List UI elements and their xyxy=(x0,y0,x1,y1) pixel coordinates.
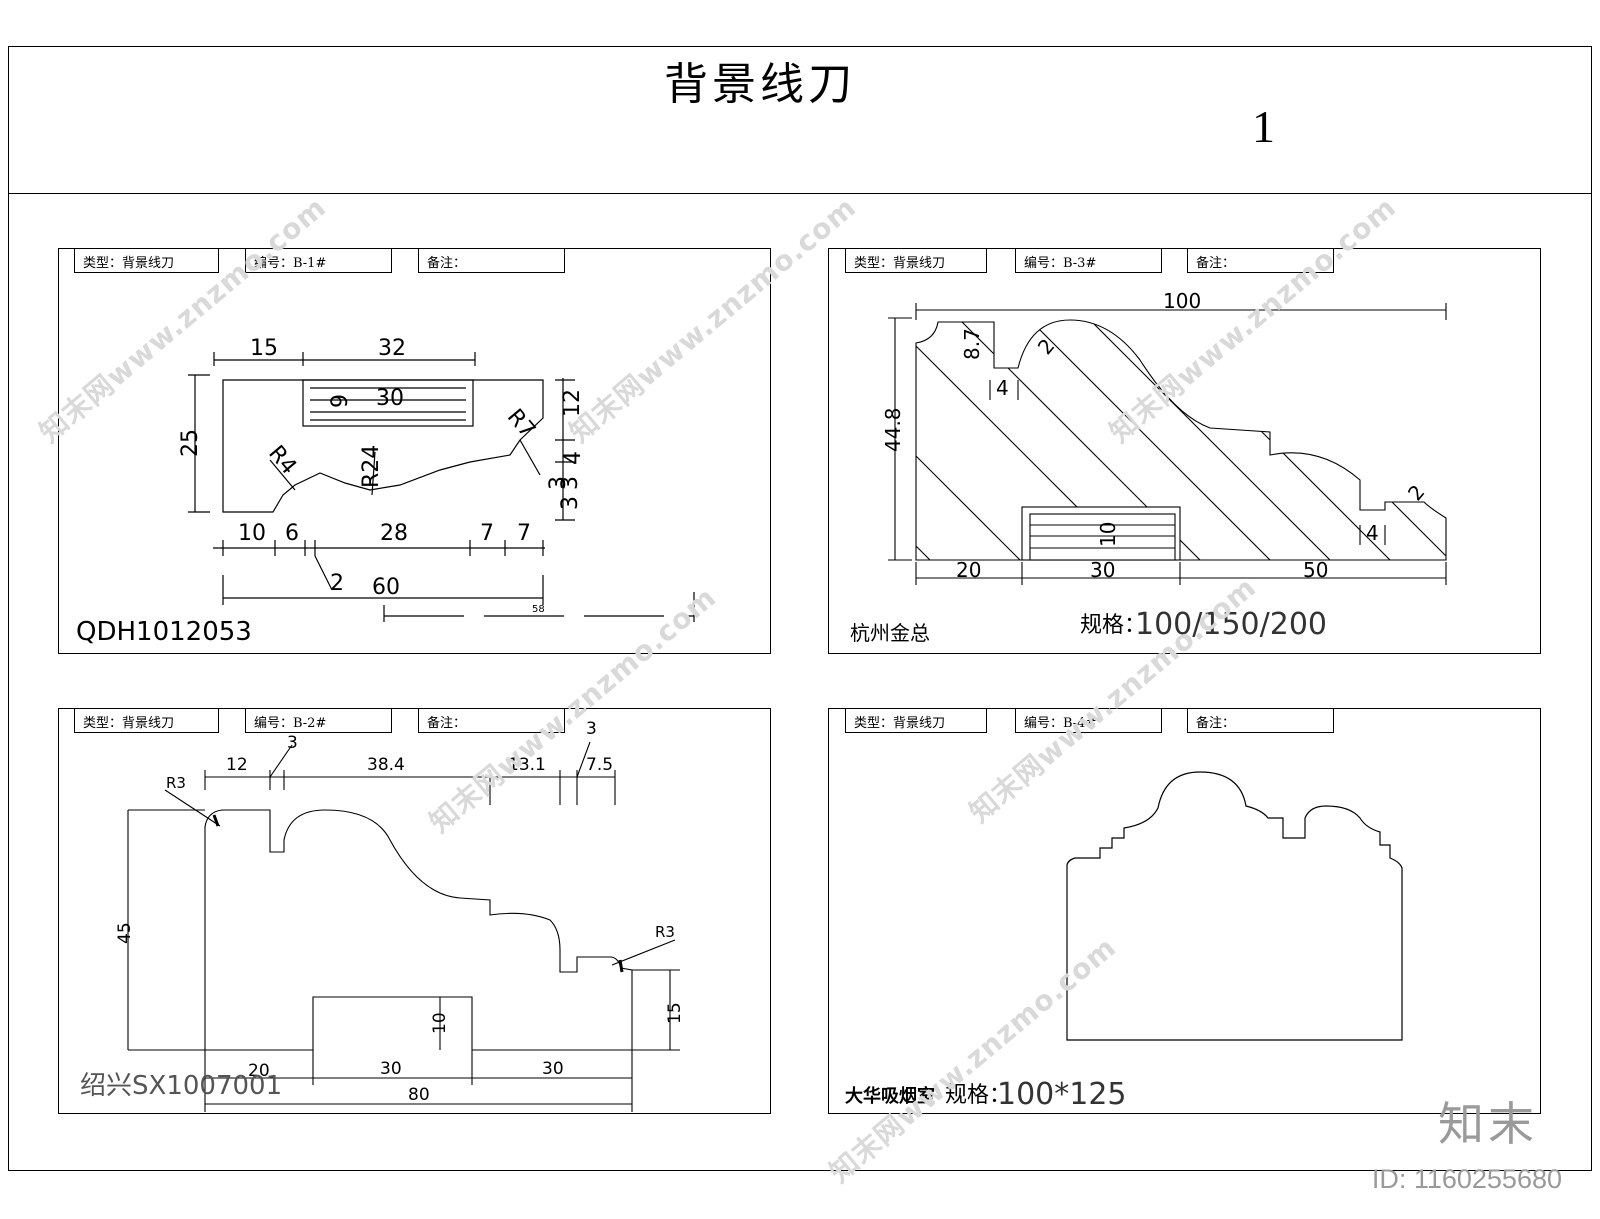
b1-dim-6: 6 xyxy=(285,521,299,546)
b4-profile xyxy=(1066,771,1403,1041)
b3-footer-client: 杭州金总 xyxy=(850,621,930,645)
b2-dim-80: 80 xyxy=(408,1085,430,1105)
b2-dim-30b: 30 xyxy=(542,1059,564,1079)
title-row xyxy=(8,46,1592,194)
b2-footer-code: 绍兴SX1007001 xyxy=(80,1071,282,1101)
b4-footer-spec-value: 100*125 xyxy=(997,1077,1127,1112)
b3-dim-44-8: 44.8 xyxy=(881,407,905,452)
b1-dim-28: 28 xyxy=(380,521,408,546)
panel-b1-code: 编号：B-1# xyxy=(245,248,392,273)
b1-dim-7b: 7 xyxy=(517,521,531,546)
b3-dim-20: 20 xyxy=(956,558,981,582)
b1-dim-2: 2 xyxy=(330,571,344,596)
b2-dim-r3a: R3 xyxy=(166,774,186,792)
brand-logo: 知末 xyxy=(1438,1097,1538,1151)
b3-dim-8-7: 8.7 xyxy=(960,328,984,360)
panel-b2-code: 编号：B-2# xyxy=(245,708,392,733)
sheet-title: 背景线刀 xyxy=(664,59,856,110)
b2-dim-3a: 3 xyxy=(287,733,298,753)
image-id: ID: 1160255680 xyxy=(1371,1164,1562,1194)
panel-b3-code: 编号：B-3# xyxy=(1015,248,1162,273)
b1-dim-9: 9 xyxy=(328,394,353,408)
b1-dim-12: 12 xyxy=(560,389,585,417)
panel-b3-type: 类型：背景线刀 xyxy=(845,248,987,273)
b1-slot xyxy=(302,379,474,427)
b1-dim-3b: 3 xyxy=(558,476,583,490)
drawing-sheet-frame xyxy=(8,46,1592,1171)
panel-b4 xyxy=(828,708,1541,1114)
b1-dim-15: 15 xyxy=(250,336,278,361)
b2-dim-30a: 30 xyxy=(380,1059,402,1079)
b4-footer-spec-label: 规格： xyxy=(945,1083,1011,1108)
b1-dim-3c: 3 xyxy=(558,496,583,510)
b1-dim-60: 60 xyxy=(372,575,400,600)
b2-profile xyxy=(204,809,633,1051)
b2-dim-13-1: 13.1 xyxy=(508,755,546,775)
b1-dim-25: 25 xyxy=(178,429,203,457)
panel-b1-type: 类型：背景线刀 xyxy=(74,248,219,273)
b1-dim-3a: 3 xyxy=(546,476,571,490)
b1-dim-10: 10 xyxy=(238,521,266,546)
b2-dim-38-4: 38.4 xyxy=(367,755,405,775)
b2-dim-7-5: 7.5 xyxy=(586,755,613,775)
b1-dim-58: 58 xyxy=(532,604,545,615)
b2-dim-3b: 3 xyxy=(586,719,597,739)
sheet-number: 1 xyxy=(1252,101,1275,152)
panel-b3 xyxy=(828,248,1541,654)
panel-b4-code: 编号：B-4# xyxy=(1015,708,1162,733)
b4-footer-client: 大华吸烟室 xyxy=(845,1085,935,1107)
b1-dim-30: 30 xyxy=(376,386,404,411)
b3-profile xyxy=(915,319,1447,561)
panel-b3-note: 备注： xyxy=(1187,248,1334,273)
b3-footer-spec-label: 规格： xyxy=(1080,613,1146,638)
b2-dim-12: 12 xyxy=(226,755,248,775)
panel-b4-type: 类型：背景线刀 xyxy=(845,708,987,733)
b2-dim-20: 20 xyxy=(248,1061,270,1081)
panel-b4-note: 备注： xyxy=(1187,708,1334,733)
b1-dim-7a: 7 xyxy=(480,521,494,546)
b3-dim-100: 100 xyxy=(1163,289,1201,313)
b3-dim-10: 10 xyxy=(1096,522,1120,547)
b1-dim-r24: R24 xyxy=(359,445,384,488)
b2-dim-45: 45 xyxy=(115,922,135,944)
b1-footer-code: QDH1012053 xyxy=(76,617,252,647)
panel-b1 xyxy=(58,248,771,654)
b2-dim-r3b: R3 xyxy=(655,923,675,941)
panel-b2-note: 备注： xyxy=(418,708,565,733)
b3-dim-4a: 4 xyxy=(996,376,1009,400)
b1-dim-4: 4 xyxy=(561,451,586,465)
panel-b2-type: 类型：背景线刀 xyxy=(74,708,219,733)
panel-b1-note: 备注： xyxy=(418,248,565,273)
b1-dim-32: 32 xyxy=(378,336,406,361)
b3-dim-4b: 4 xyxy=(1366,521,1379,545)
b2-dim-15: 15 xyxy=(665,1002,685,1024)
b3-footer-spec-value: 100/150/200 xyxy=(1135,607,1327,642)
b3-dim-30: 30 xyxy=(1090,558,1115,582)
b3-dim-50: 50 xyxy=(1303,558,1328,582)
panel-b2 xyxy=(58,708,771,1114)
b2-dim-10: 10 xyxy=(430,1012,450,1034)
b1-profile xyxy=(222,379,544,513)
